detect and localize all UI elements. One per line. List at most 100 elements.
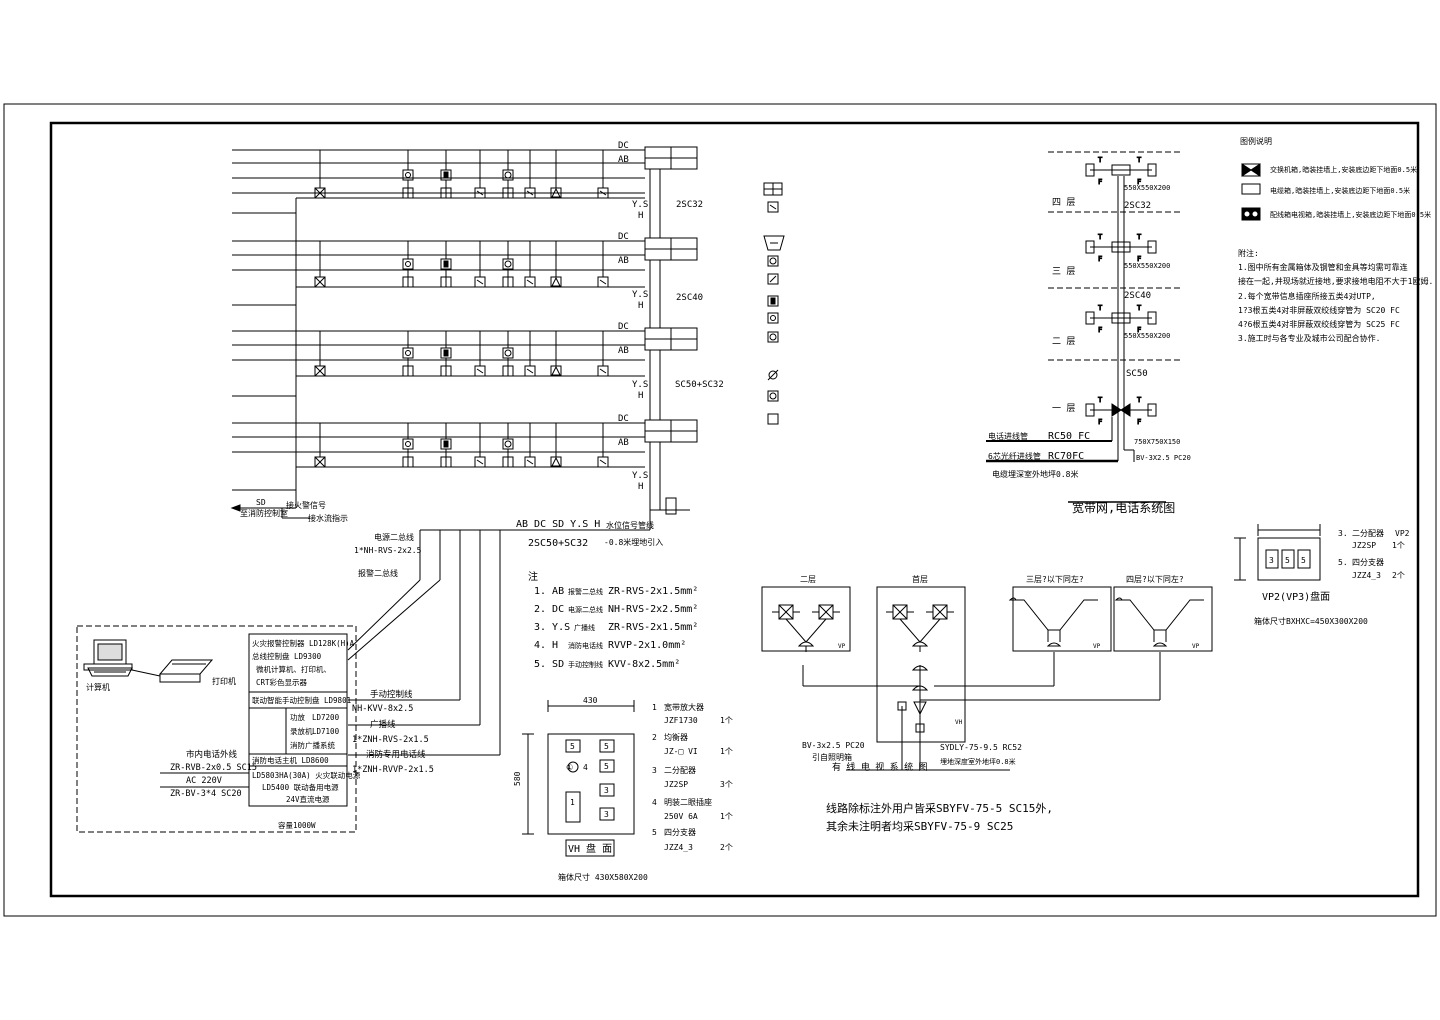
svg-text:宽带网,电话系统图: 宽带网,电话系统图 [1072, 500, 1175, 515]
catv-tap-drop [919, 618, 941, 643]
svg-text:箱体尺寸 430X580X200: 箱体尺寸 430X580X200 [558, 872, 648, 882]
catv-tap-mark [778, 604, 794, 620]
floor-bus-2 [232, 237, 698, 288]
fire-device [524, 423, 536, 468]
svg-text:24V直流电源: 24V直流电源 [286, 794, 330, 804]
svg-text:LD5400 联动备用电源: LD5400 联动备用电源 [262, 782, 339, 792]
riser-node-t: T [1137, 304, 1142, 312]
device-box-lower [440, 365, 452, 377]
svg-text:宽带放大器: 宽带放大器 [664, 702, 704, 712]
svg-text:1*NH-RVS-2x2.5: 1*NH-RVS-2x2.5 [354, 546, 422, 555]
fire-device [314, 331, 326, 377]
fire-device [550, 150, 562, 199]
svg-text:2SC50+SC32: 2SC50+SC32 [528, 538, 588, 549]
svg-text:至消防控制室: 至消防控制室 [240, 508, 288, 518]
svg-text:550X550X200: 550X550X200 [1124, 262, 1170, 270]
svg-text:H: H [638, 301, 643, 311]
riser-node-t: T [1137, 233, 1142, 241]
svg-text:电话进线管: 电话进线管 [988, 431, 1028, 441]
svg-text:JZF1730: JZF1730 [664, 716, 698, 725]
catv-funnel [1008, 597, 1098, 647]
svg-text:VP: VP [1192, 643, 1200, 650]
svg-text:LD5803HA(30A) 火灾联动电源: LD5803HA(30A) 火灾联动电源 [252, 770, 361, 780]
riser-node-end [1085, 311, 1095, 325]
console-labels: 火灾报警控制器 LD128K(H)A 总线控制盘 LD9300 微机计算机、打印… [252, 638, 361, 830]
broadband-legend-text: 图例说明 交换机箱,暗装挂墙上,安装底边距下地面0.5米 电缆箱,暗装挂墙上,安… [1240, 136, 1431, 219]
svg-text:550X550X200: 550X550X200 [1124, 184, 1170, 192]
svg-text:AB: AB [618, 438, 629, 448]
svg-text:6芯光纤进线管: 6芯光纤进线管 [988, 451, 1041, 461]
svg-text:2SC32: 2SC32 [676, 200, 703, 210]
svg-text:水位信号管线: 水位信号管线 [606, 520, 654, 530]
svg-text:四 层: 四 层 [1052, 197, 1075, 208]
device-mark [551, 276, 561, 287]
device-mark [405, 350, 411, 356]
svg-text:Y.S: Y.S [632, 290, 648, 300]
svg-text:电源二总线: 电源二总线 [568, 605, 603, 614]
fire-device [440, 241, 452, 288]
svg-text:配线箱电视箱,暗装挂墙上,安装底边距下地面0.5米: 配线箱电视箱,暗装挂墙上,安装底边距下地面0.5米 [1270, 210, 1431, 219]
sheet-inner-frame [49, 121, 1420, 898]
device-mark [476, 190, 484, 196]
svg-text:1个: 1个 [720, 747, 733, 756]
catv-tap-drop [899, 618, 921, 643]
svg-text:均衡器: 均衡器 [664, 732, 688, 742]
svg-text:电缆埋深室外地坪0.8米: 电缆埋深室外地坪0.8米 [992, 469, 1078, 479]
fire-alarm-system [230, 146, 698, 756]
riser-node-f: F [1098, 255, 1102, 263]
svg-text:RC70FC: RC70FC [1048, 451, 1084, 462]
svg-text:SC50: SC50 [1126, 369, 1148, 379]
printer-icon [158, 659, 214, 683]
svg-text:SD: SD [256, 498, 266, 507]
riser-node-f: F [1137, 178, 1141, 186]
broadband-entry [986, 417, 1166, 503]
svg-text:H: H [638, 391, 643, 401]
svg-text:AB: AB [618, 346, 629, 356]
catv-funnel-shape [1114, 597, 1204, 631]
svg-text:1. AB: 1. AB [534, 586, 564, 597]
device-box-lower [440, 187, 452, 199]
catv-splitter-mid [911, 685, 929, 691]
fire-device [597, 241, 609, 288]
svg-text:注: 注 [528, 570, 538, 583]
device-box-lower [402, 187, 414, 199]
device-mark [551, 187, 561, 198]
device-mark [504, 171, 512, 179]
svg-text:430: 430 [583, 696, 598, 705]
riser-node-end [1085, 163, 1095, 177]
svg-text:4: 4 [652, 798, 657, 807]
device-box [402, 347, 414, 359]
svg-text:SYDLY-75-9.5 RC52: SYDLY-75-9.5 RC52 [940, 743, 1022, 752]
catv-tap-drop [785, 618, 807, 643]
device-mark [599, 459, 607, 465]
fire-floor-labels: DC AB Y.S H 2SC32 DC AB Y.S H 2SC40 DC A… [618, 141, 724, 492]
catv-tap-mark [892, 604, 908, 620]
device-mark [476, 459, 484, 465]
svg-text:其余未注明者均采SBYFV-75-9 SC25: 其余未注明者均采SBYFV-75-9 SC25 [826, 819, 1013, 833]
svg-text:AC 220V: AC 220V [186, 776, 222, 786]
svg-text:VP2: VP2 [1395, 529, 1410, 538]
riser-node-f: F [1098, 326, 1102, 334]
svg-text:手动控制线: 手动控制线 [370, 689, 413, 700]
computer-label: 计算机 [86, 682, 110, 692]
svg-text:1个: 1个 [1392, 541, 1405, 550]
svg-text:5. SD: 5. SD [534, 659, 564, 670]
svg-text:LD7100: LD7100 [312, 727, 340, 736]
riser-node-box [1111, 164, 1131, 176]
svg-text:5: 5 [1301, 556, 1306, 565]
svg-text:ZR-RVB-2x0.5 SC15: ZR-RVB-2x0.5 SC15 [170, 763, 257, 773]
floor-bus-4 [232, 419, 698, 468]
riser-node-f: F [1137, 418, 1141, 426]
svg-text:录放机: 录放机 [290, 726, 313, 736]
device-box-lower [502, 365, 514, 377]
riser-node-f: F [1098, 418, 1102, 426]
svg-text:2.每个宽带信息插座所接五类4对UTP,: 2.每个宽带信息插座所接五类4对UTP, [1238, 291, 1376, 301]
catv-socket [897, 701, 907, 711]
svg-text:5.: 5. [1338, 558, 1348, 567]
fire-device [402, 331, 414, 377]
catv-funnel-shape [1008, 597, 1098, 631]
riser-node-switch [1111, 403, 1122, 417]
